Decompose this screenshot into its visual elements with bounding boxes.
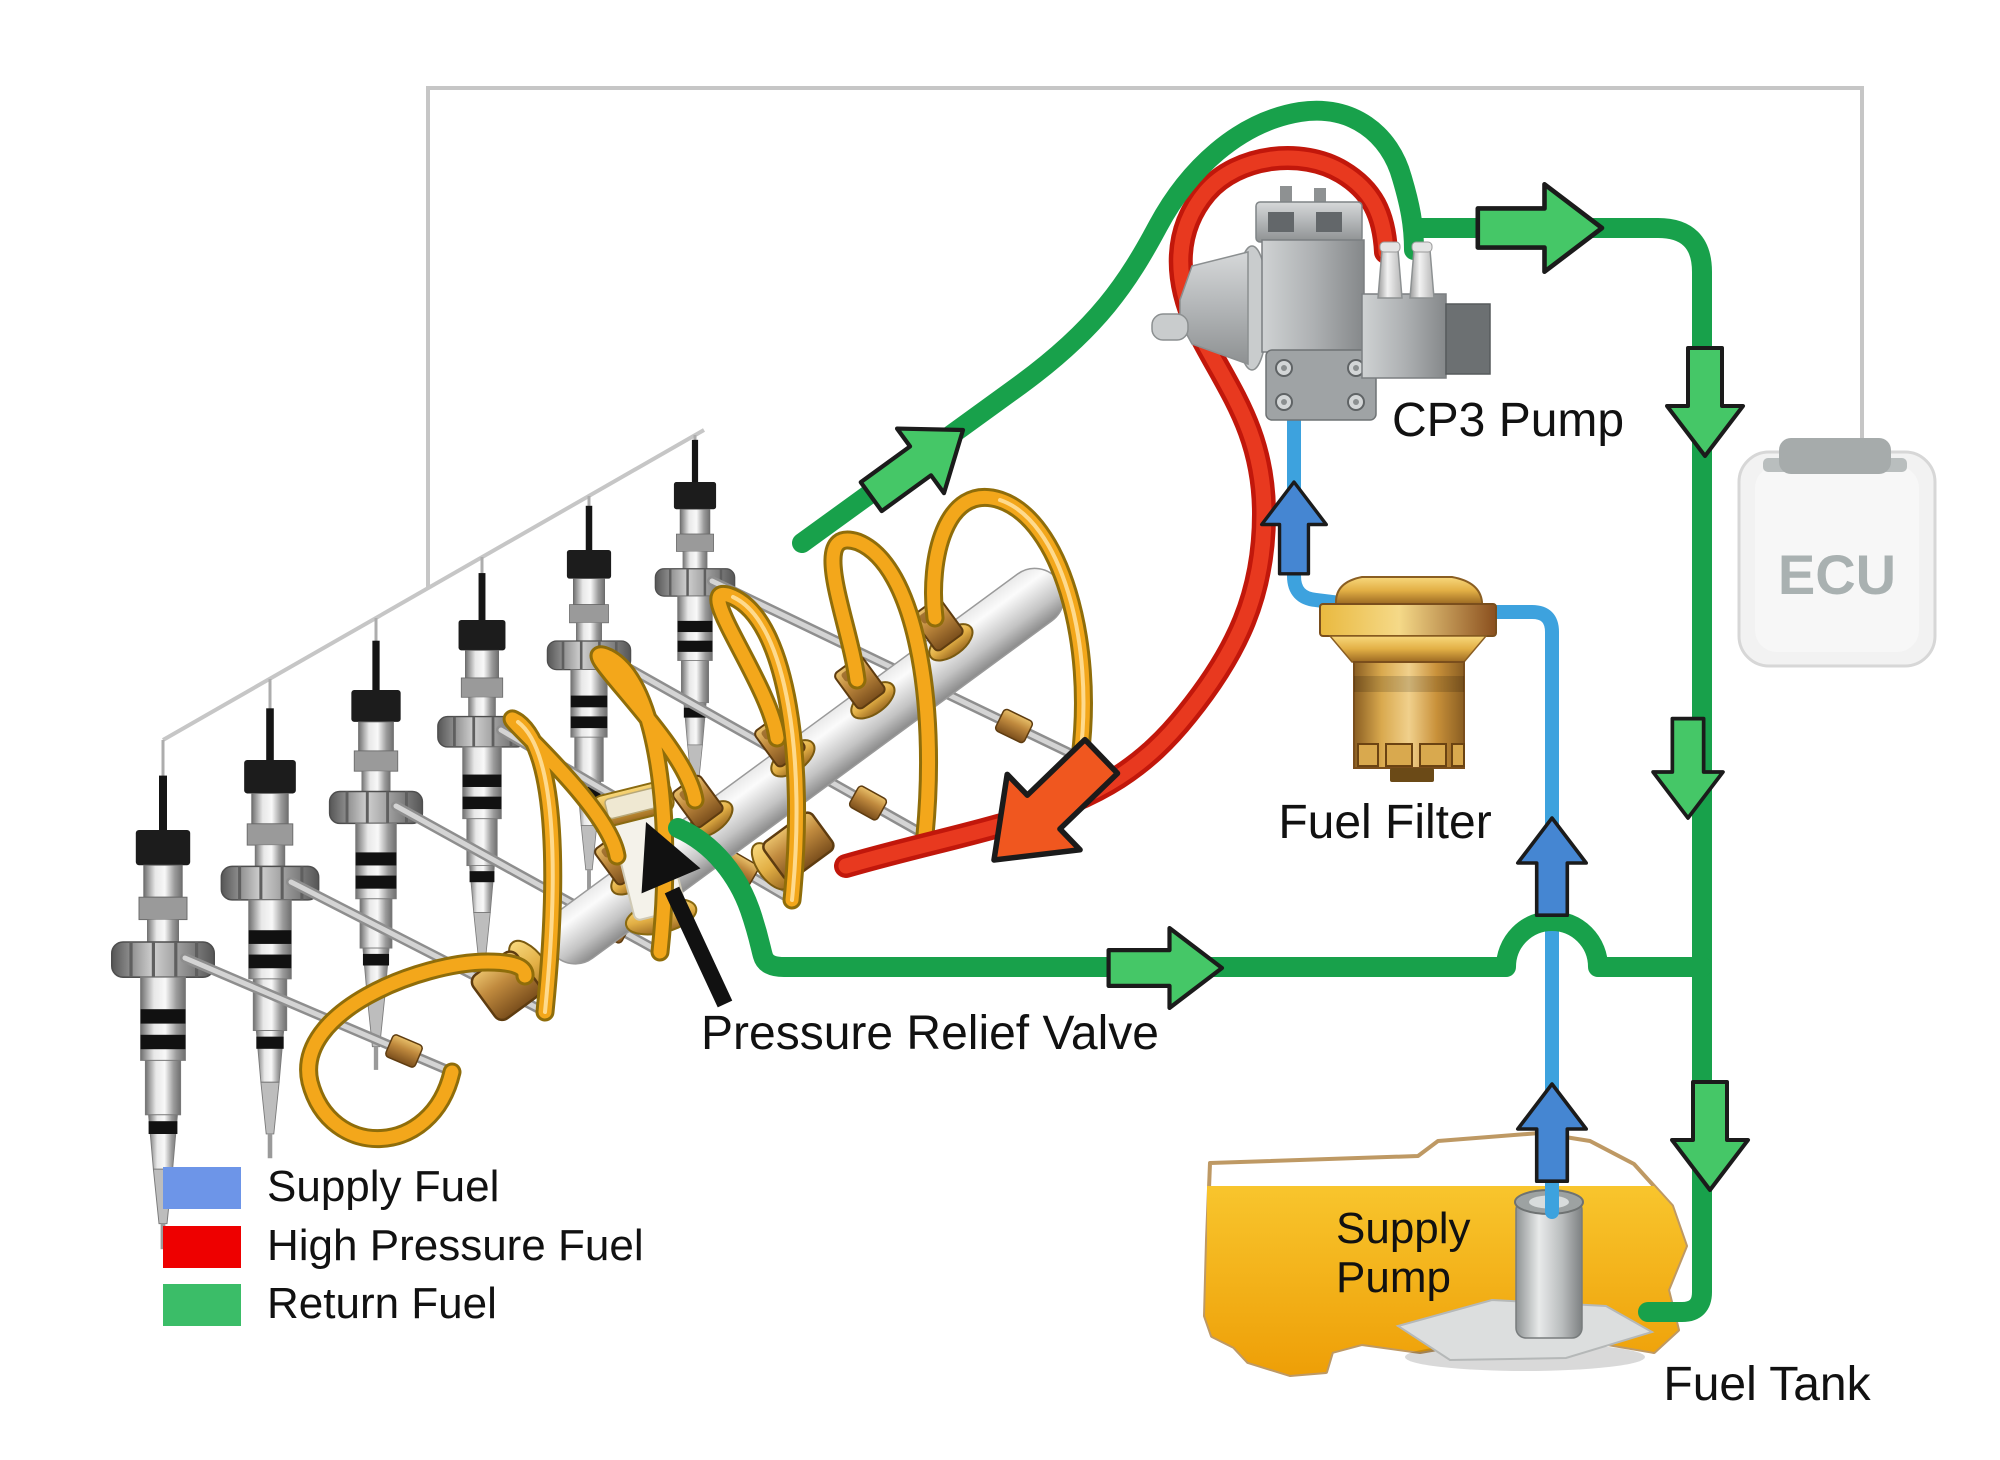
- return-arrow: [1670, 1080, 1750, 1192]
- legend-swatch-supply: [163, 1167, 241, 1209]
- injector: [436, 571, 528, 983]
- injector-lines: [299, 488, 1093, 1149]
- legend-label-high-pressure: High Pressure Fuel: [267, 1221, 644, 1270]
- return-line-valve-to-tank: [668, 818, 1712, 977]
- cp3-pump-label: CP3 Pump: [1392, 394, 1624, 447]
- fuel-filter: [1319, 576, 1497, 782]
- wiring-harness: [161, 86, 1864, 800]
- valve-pointer-arrow: [641, 822, 733, 1008]
- supply-arrow: [1516, 816, 1588, 918]
- ecu-label: ECU: [1778, 543, 1896, 606]
- return-lines: [668, 100, 1712, 1322]
- ecu: [1737, 438, 1937, 668]
- cp3-pump: [1151, 186, 1491, 421]
- return-arrow: [1478, 184, 1602, 271]
- legend-label-supply: Supply Fuel: [267, 1162, 499, 1211]
- supply-lines: [1287, 393, 1559, 1219]
- pressure-relief-valve-label: Pressure Relief Valve: [701, 1007, 1159, 1060]
- supply-line-filter-to-pump: [1287, 393, 1347, 610]
- fuel-tank: [1203, 1131, 1688, 1377]
- legend: Supply Fuel High Pressure Fuel Return Fu…: [163, 1162, 644, 1328]
- legend-swatch-high-pressure: [163, 1226, 241, 1268]
- harness-wire: [426, 86, 1864, 588]
- harness-branch: [162, 428, 705, 742]
- legend-swatch-return: [163, 1284, 241, 1326]
- supply-pump: [1514, 1189, 1584, 1339]
- labels-layer: CP3 Pump Fuel Filter ECU Pressure Relief…: [701, 394, 1896, 1411]
- fuel-tank-label: Fuel Tank: [1663, 1358, 1871, 1411]
- return-arrow: [1665, 346, 1745, 458]
- fuel-filter-label: Fuel Filter: [1278, 796, 1491, 849]
- supply-pump-label-line2: Pump: [1336, 1253, 1451, 1302]
- return-line-injectors-to-pump: [792, 100, 1424, 553]
- legend-label-return: Return Fuel: [267, 1279, 497, 1328]
- return-arrow: [1109, 928, 1222, 1008]
- return-line-pump-to-tank: [1404, 218, 1712, 1322]
- return-arrow: [1651, 716, 1725, 820]
- supply-line-tank-to-filter: [1475, 605, 1559, 1219]
- supply-pump-label-line1: Supply: [1336, 1204, 1471, 1253]
